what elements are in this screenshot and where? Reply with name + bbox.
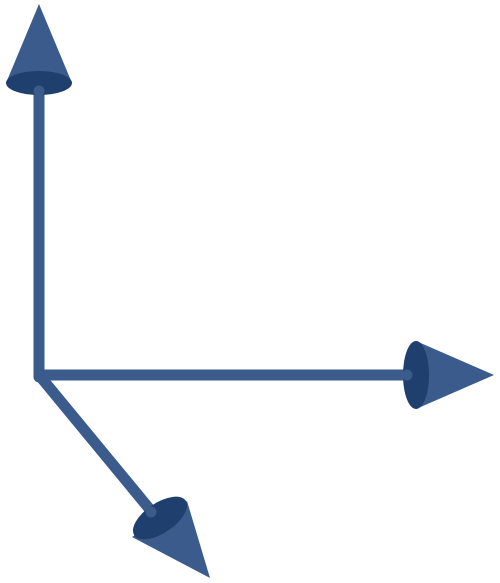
vertical-axis [6,4,72,383]
depth-axis-arrowhead-icon [132,496,210,578]
depth-axis-shaft [33,369,158,518]
depth-axis [33,369,210,578]
vertical-axis-arrowhead-icon [6,4,72,97]
horizontal-axis-arrowhead-icon [401,341,494,409]
horizontal-axis [33,341,494,409]
